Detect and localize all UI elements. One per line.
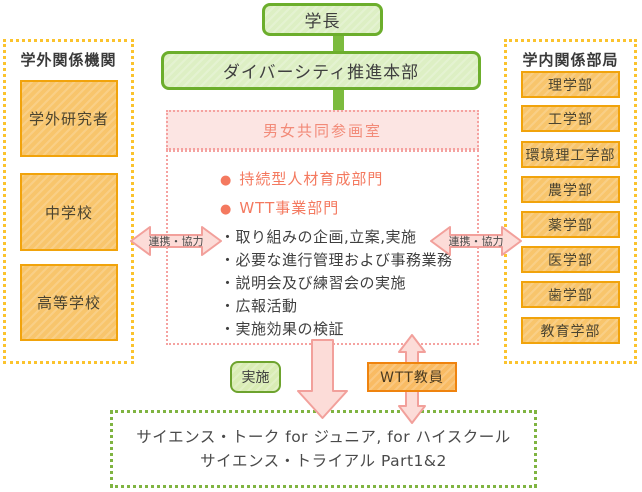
- dept-box: 工学部: [521, 105, 620, 132]
- division-label: WTT事業部門: [239, 199, 340, 217]
- task-item: ・実施効果の検証: [220, 320, 345, 338]
- division-label: 持続型人材育成部門: [239, 170, 384, 188]
- dept-box: 教育学部: [521, 317, 620, 344]
- external-org-box: 学外研究者: [20, 80, 118, 157]
- internal-depts-title: 学内関係部局: [522, 50, 619, 69]
- dept-box: 理学部: [521, 71, 620, 98]
- double-horizontal-arrow-icon: [430, 226, 522, 256]
- cooperation-label: 連携・協力: [148, 235, 204, 248]
- wtt-teacher-box: WTT教員: [367, 362, 457, 392]
- office-detail-box: [166, 150, 479, 345]
- external-org-box: 高等学校: [20, 264, 118, 341]
- dept-box: 農学部: [521, 176, 620, 203]
- double-horizontal-arrow-icon: [130, 226, 222, 256]
- division-item: ● WTT事業部門: [220, 197, 339, 218]
- connector-hq-office: [333, 90, 344, 110]
- bullet-icon: ●: [220, 202, 233, 217]
- dept-box: 歯学部: [521, 281, 620, 308]
- external-org-box: 中学校: [20, 173, 118, 251]
- cooperation-arrow-right: 連携・協力: [430, 224, 522, 258]
- cooperation-label: 連携・協力: [448, 235, 504, 248]
- task-item: ・取り組みの企画,立案,実施: [220, 228, 417, 246]
- bullet-icon: ●: [220, 173, 233, 188]
- down-arrow-icon: [297, 339, 348, 419]
- task-item: ・説明会及び練習会の実施: [220, 274, 407, 292]
- implement-label-box: 実施: [230, 361, 281, 393]
- dept-box: 医学部: [521, 246, 620, 273]
- program-line: サイエンス・トーク for ジュニア, for ハイスクール: [136, 428, 511, 446]
- program-box: サイエンス・トーク for ジュニア, for ハイスクール サイエンス・トライ…: [110, 410, 537, 488]
- external-orgs-title: 学外関係機関: [20, 50, 117, 69]
- task-item: ・必要な進行管理および事務業務: [220, 251, 453, 269]
- president-box: 学長: [262, 3, 383, 36]
- dept-box: 薬学部: [521, 211, 620, 238]
- cooperation-arrow-left: 連携・協力: [130, 224, 222, 258]
- headquarters-box: ダイバーシティ推進本部: [161, 51, 481, 90]
- dept-box: 環境理工学部: [521, 141, 620, 168]
- connector-president-hq: [333, 36, 344, 51]
- program-line: サイエンス・トライアル Part1&2: [200, 452, 447, 470]
- task-item: ・広報活動: [220, 297, 298, 315]
- office-title-box: 男女共同参画室: [166, 110, 479, 150]
- division-item: ● 持続型人材育成部門: [220, 168, 383, 189]
